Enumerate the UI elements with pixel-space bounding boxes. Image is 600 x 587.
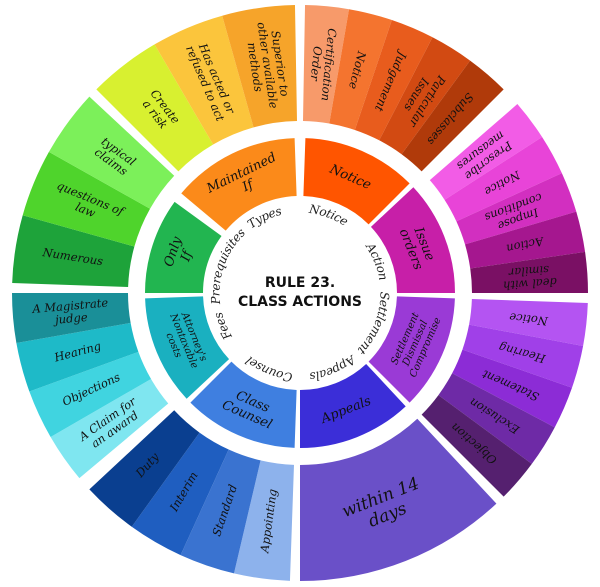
outer-segment-objections[interactable]: [29, 351, 152, 437]
outer-segment-a-magistrate-judge[interactable]: [12, 293, 131, 344]
inner-segment-class-counsel[interactable]: [190, 361, 297, 448]
label-line: Certification: [319, 28, 340, 102]
outer-segment-hearing[interactable]: [462, 324, 584, 388]
inner-segment-maintained-if[interactable]: [181, 138, 297, 231]
inner-segment-notice[interactable]: [303, 138, 410, 225]
outer-segment-create-a-risk[interactable]: [96, 44, 214, 172]
outer-segment-exclusion[interactable]: [438, 373, 555, 464]
label-line: similar: [507, 263, 550, 280]
outer-segment-notice-label: Notice: [508, 310, 549, 328]
outer-segment-prescribe-measures[interactable]: [429, 104, 543, 200]
category-label-fees: Fees: [211, 311, 235, 343]
center-title-line1: RULE 23.: [265, 275, 335, 291]
label-line: Notice: [508, 310, 549, 328]
outer-group: PrescribemeasuresNoticeImposeconditionsA…: [429, 104, 588, 293]
outer-segment-impose-conditions[interactable]: [456, 173, 577, 245]
outer-segment-notice[interactable]: [329, 9, 392, 130]
outer-segment-typical-claims[interactable]: [48, 96, 175, 209]
center-title-line2: CLASS ACTIONS: [238, 294, 362, 310]
label-line: deal with: [503, 275, 558, 293]
category-label-text: Fees: [211, 311, 235, 343]
outer-segment-has-acted-or-refused-to-act[interactable]: [154, 15, 254, 145]
outer-segment-objection[interactable]: [421, 395, 532, 497]
category-labels: NoticeActionSettlementAppealsCounselFees…: [208, 202, 391, 384]
outer-segment-statement[interactable]: [452, 349, 572, 428]
inner-segment-appeals[interactable]: [300, 363, 406, 448]
outer-segment-standard[interactable]: [180, 449, 261, 574]
outer-segment-subclasses[interactable]: [401, 60, 504, 172]
inner-segment-settlement-dismissal-compromise[interactable]: [368, 296, 455, 403]
outer-segment-hearing[interactable]: [16, 322, 139, 392]
outer-segment-interim[interactable]: [131, 432, 229, 556]
outer-segment-superior-to-other-available-methods[interactable]: [222, 5, 297, 128]
outer-segment-numerous[interactable]: [12, 215, 135, 287]
outer-segment-notice[interactable]: [469, 299, 588, 346]
outer-segment-particular-issues[interactable]: [379, 37, 471, 155]
inner-segment-attorney-s-nontaxable-costs[interactable]: [145, 296, 230, 399]
outer-segment-action[interactable]: [465, 211, 586, 269]
label-line: A Magistrate: [31, 295, 109, 316]
inner-segment-issue-orders[interactable]: [370, 187, 455, 293]
outer-segment-duty[interactable]: [89, 410, 200, 527]
inner-ring: NoticeIssueordersSettlementDismissalComp…: [145, 138, 455, 448]
outer-segment-certification-order[interactable]: [303, 5, 350, 124]
outer-segment-questions-of-law[interactable]: [22, 151, 151, 247]
outer-segment-a-claim-for-an-award[interactable]: [50, 379, 169, 479]
outer-segment-within-14-days[interactable]: [300, 418, 497, 581]
label-line: judge: [52, 310, 89, 327]
outer-segment-deal-with-similar[interactable]: [470, 251, 588, 293]
outer-segment-notice[interactable]: [444, 136, 562, 222]
outer-segment-appointing[interactable]: [233, 460, 294, 581]
outer-segment-judgement[interactable]: [354, 20, 433, 141]
inner-segment-only-if[interactable]: [145, 201, 222, 293]
label-line: Order: [308, 46, 325, 83]
